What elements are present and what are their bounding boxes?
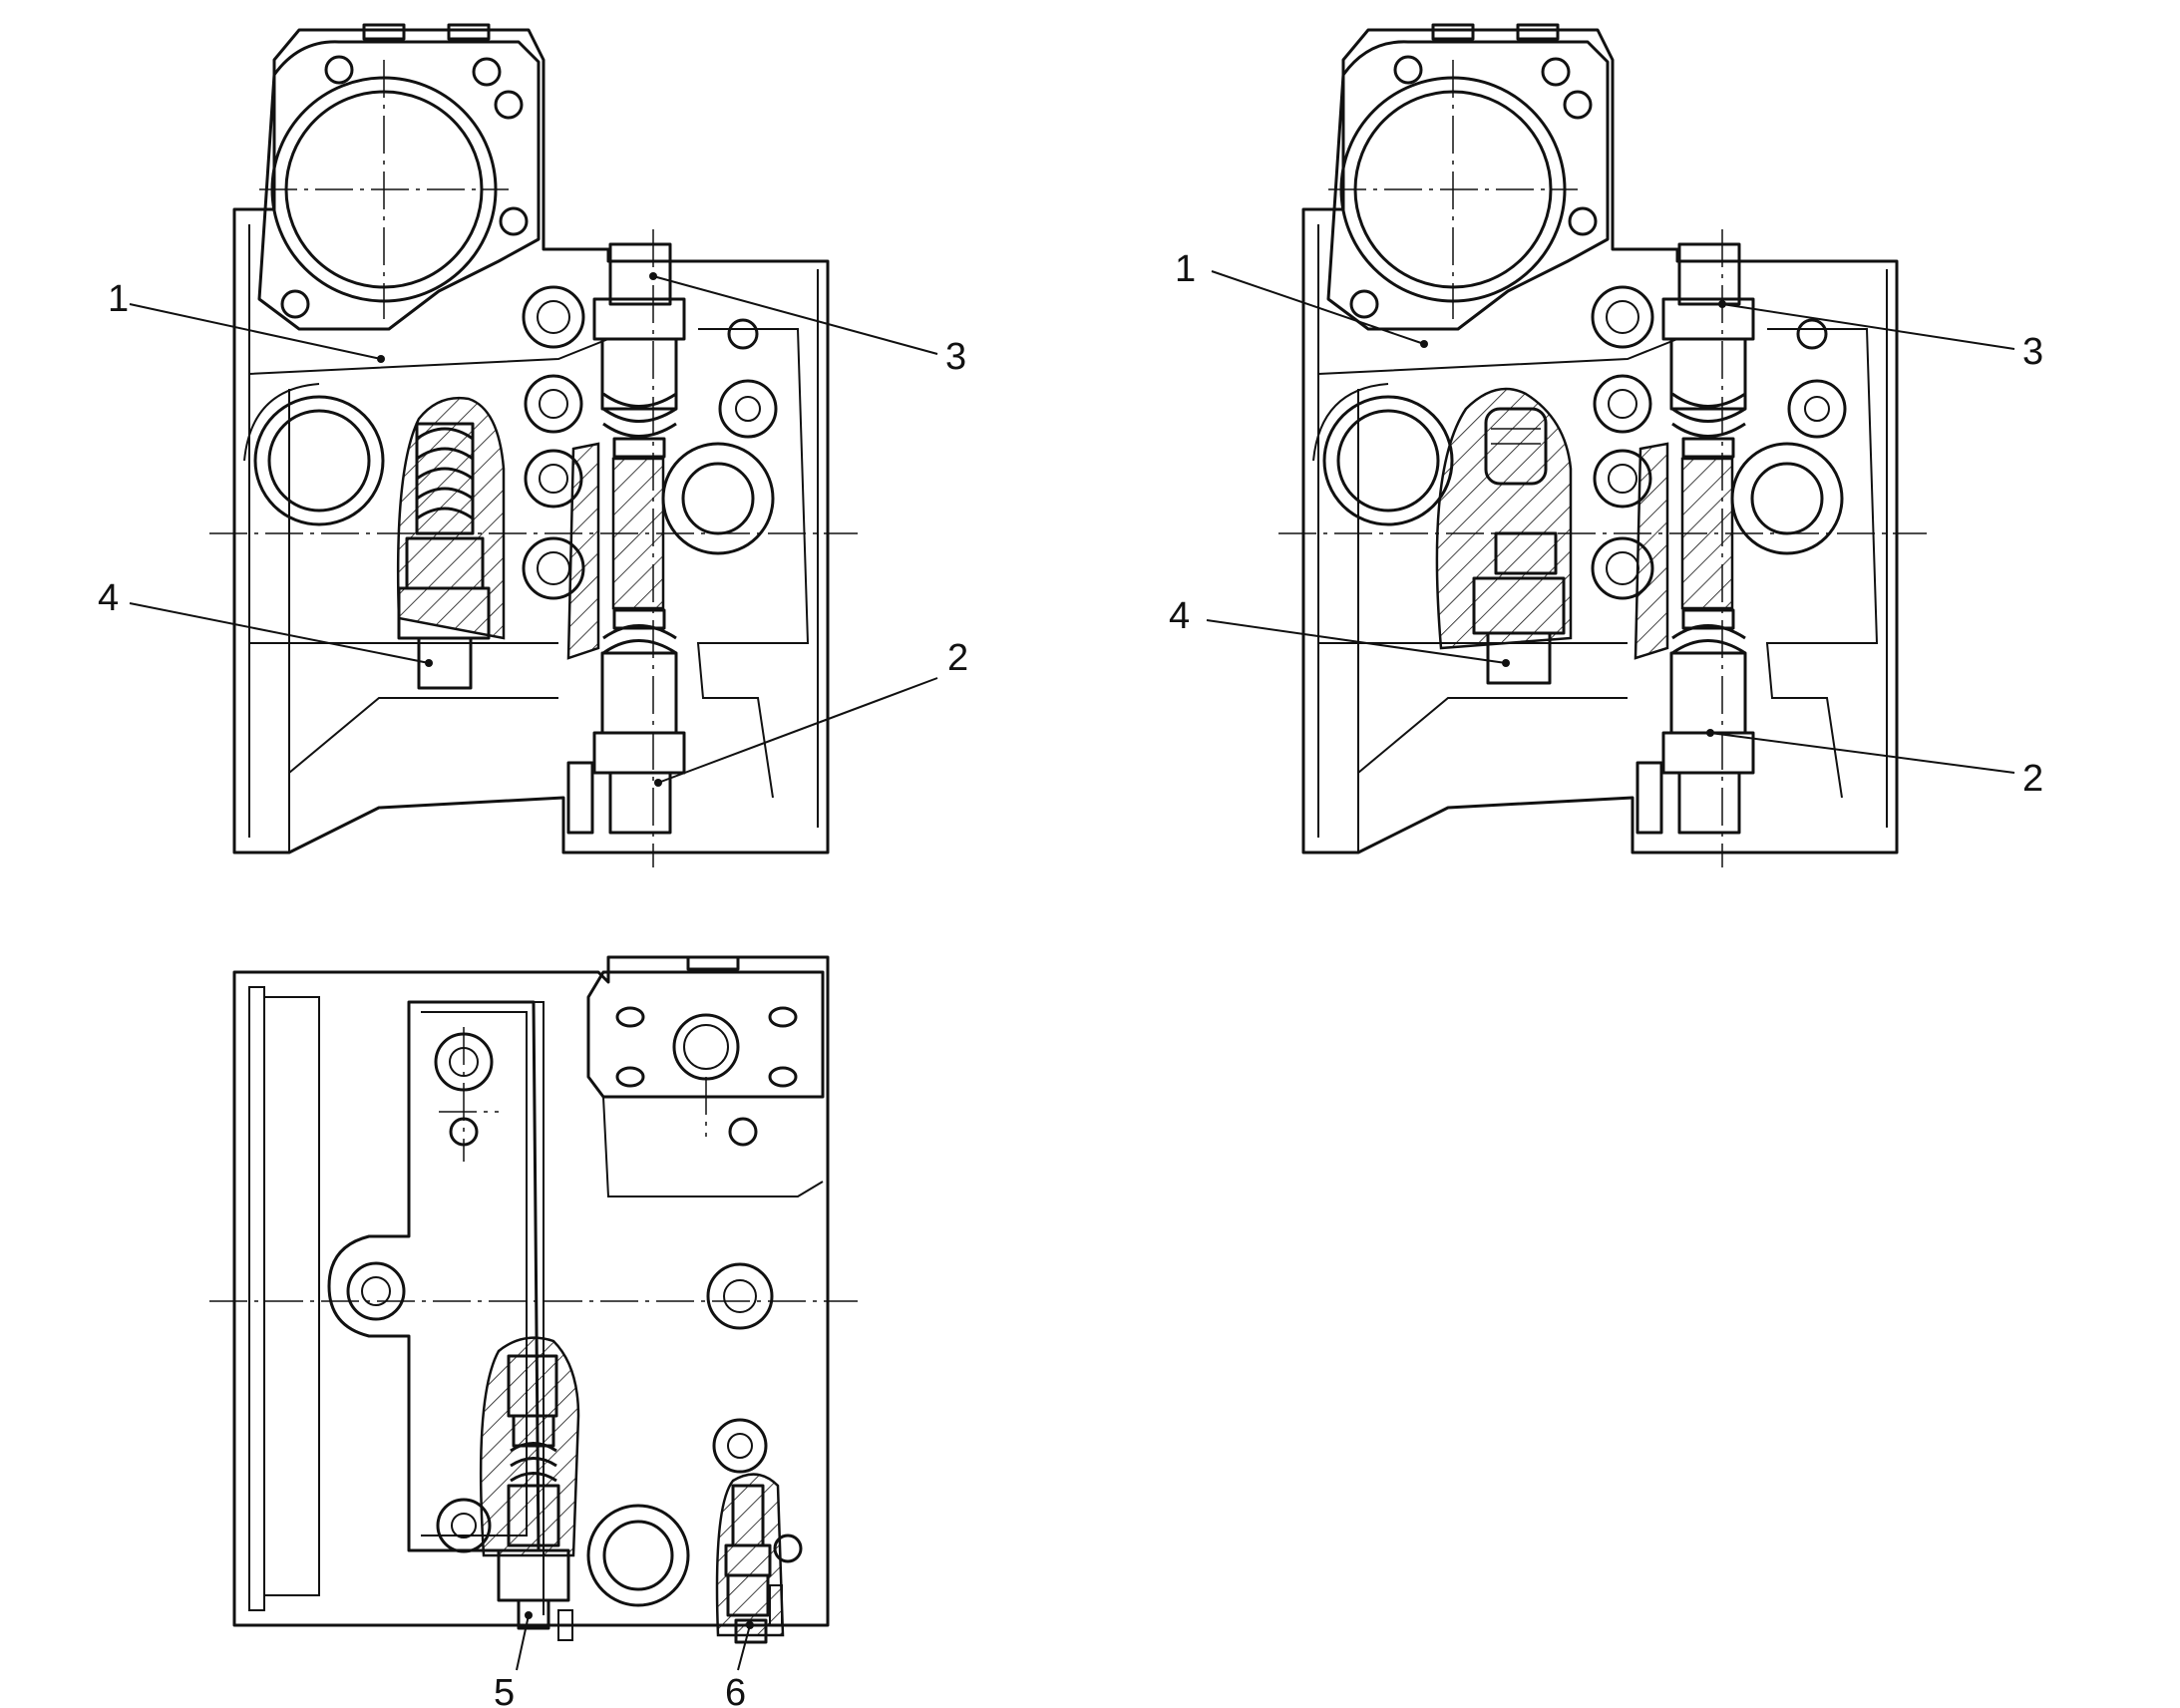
view-top-left: 1 3 4 2 [98,23,968,869]
callout-5: 5 [494,1672,515,1708]
leader-2b [1709,732,2015,774]
callout-6: 6 [725,1672,746,1708]
leader-6 [737,1624,751,1671]
callout-4: 4 [98,577,119,619]
leader-3 [652,275,938,355]
view-bottom: 5 6 [209,955,858,1708]
leader-4 [129,602,430,664]
callout-3b: 3 [2022,331,2043,373]
callout-2b: 2 [2022,758,2043,800]
leader-2 [657,677,938,784]
leader-5 [516,1614,530,1671]
callout-3: 3 [945,336,966,378]
leader-1b [1211,270,1425,345]
leader-4b [1206,619,1507,664]
leader-1 [129,303,382,360]
callout-1: 1 [108,278,129,320]
callout-4b: 4 [1169,595,1190,637]
callout-2: 2 [947,637,968,679]
view-top-right: 1 3 4 2 [1169,23,2043,869]
callout-1b: 1 [1175,248,1196,290]
leader-3b [1721,303,2015,350]
